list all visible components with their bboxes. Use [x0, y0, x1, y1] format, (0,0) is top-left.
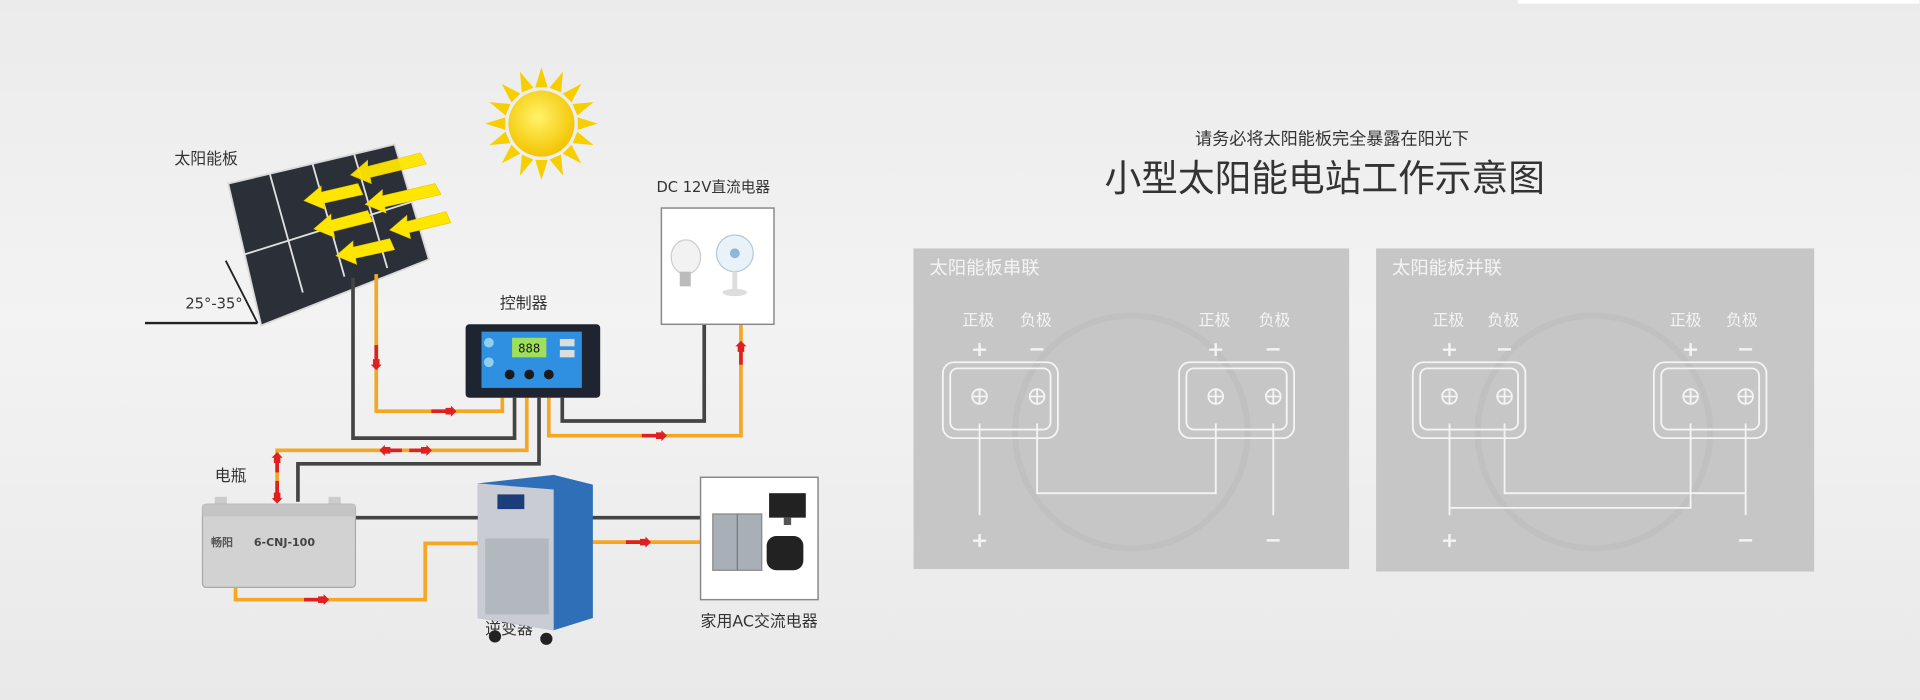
dc-load-label: DC 12V直流电器 — [657, 179, 771, 196]
battery-model: 6-CNJ-100 — [254, 536, 315, 549]
sun-ray — [489, 131, 511, 146]
flow-arrows — [271, 340, 747, 606]
parallel-title: 太阳能板并联 — [1392, 258, 1502, 279]
sun-ray — [519, 154, 534, 176]
left-positive-label: 正极 — [962, 311, 994, 330]
right-positive-label: 正极 — [1199, 311, 1231, 330]
watermark-logo — [1474, 312, 1714, 552]
left-negative-label: 负极 — [1020, 311, 1052, 330]
ac-load-label: 家用AC交流电器 — [701, 612, 818, 631]
ac-load-box — [699, 476, 819, 601]
sun-ray — [489, 102, 511, 116]
minus-sign: − — [1028, 337, 1045, 361]
monitor-icon — [769, 493, 806, 525]
series-connection-panel: 太阳能板串联 正极 负极 正极 负极 + − + − + − — [913, 248, 1350, 570]
sun-ray — [577, 117, 598, 130]
sun-ray — [572, 131, 594, 146]
page-title: 小型太阳能电站工作示意图 — [1104, 157, 1544, 200]
solar-panel-label: 太阳能板 — [174, 149, 238, 168]
plus-sign: + — [1682, 337, 1699, 361]
plus-sign: + — [1207, 337, 1224, 361]
sun-ray — [572, 102, 594, 116]
minus-sign: − — [1496, 337, 1513, 361]
sun-ray — [519, 71, 534, 93]
right-positive-label: 正极 — [1670, 311, 1702, 330]
controller-display: 888 — [518, 341, 540, 355]
plus-sign: + — [971, 337, 988, 361]
sun-ray — [501, 83, 521, 103]
sun-icon — [485, 67, 598, 180]
parallel-connection-panel: 太阳能板并联 正极 负极 正极 负极 + − + − + − — [1376, 248, 1815, 572]
sun-ray — [501, 144, 521, 164]
dc-load-box — [660, 207, 775, 326]
battery: 畅阳 6-CNJ-100 — [201, 496, 357, 589]
sun-ray — [535, 159, 548, 180]
watermark-logo — [1012, 312, 1251, 552]
sun-ray — [549, 71, 564, 93]
fan-icon — [715, 234, 754, 297]
refrigerator-icon — [712, 513, 763, 571]
tilt-angle-indicator: 25°-35° — [144, 260, 259, 325]
left-positive-label: 正极 — [1432, 311, 1464, 330]
tilt-angle-label: 25°-35° — [185, 295, 242, 312]
right-negative-label: 负极 — [1259, 311, 1291, 330]
sun-ray — [562, 144, 582, 164]
controller-label: 控制器 — [500, 293, 548, 312]
sun-ray — [535, 67, 548, 88]
sun-ray — [485, 117, 506, 130]
parallel-wiring — [1411, 361, 1768, 516]
light-bulb-icon — [670, 239, 702, 287]
left-negative-label: 负极 — [1487, 311, 1519, 330]
output-minus-sign: − — [1737, 528, 1754, 552]
solar-panel — [227, 143, 452, 327]
plus-sign: + — [1441, 337, 1458, 361]
top-highlight — [1518, 0, 1920, 4]
rice-cooker-icon — [766, 536, 804, 571]
sun-ray — [562, 83, 582, 103]
charge-controller: 888 — [465, 324, 601, 398]
right-negative-label: 负极 — [1726, 311, 1758, 330]
output-plus-sign: + — [1441, 528, 1458, 552]
sun-ray — [549, 154, 564, 176]
inverter — [477, 474, 593, 645]
output-minus-sign: − — [1265, 528, 1282, 552]
series-title: 太阳能板串联 — [929, 258, 1039, 279]
output-plus-sign: + — [971, 528, 988, 552]
battery-label: 电瓶 — [215, 466, 247, 485]
minus-sign: − — [1737, 337, 1754, 361]
battery-brand: 畅阳 — [211, 535, 233, 549]
subtitle: 请务必将太阳能板完全暴露在阳光下 — [1195, 129, 1469, 149]
minus-sign: − — [1265, 337, 1282, 361]
series-wiring — [941, 361, 1296, 516]
